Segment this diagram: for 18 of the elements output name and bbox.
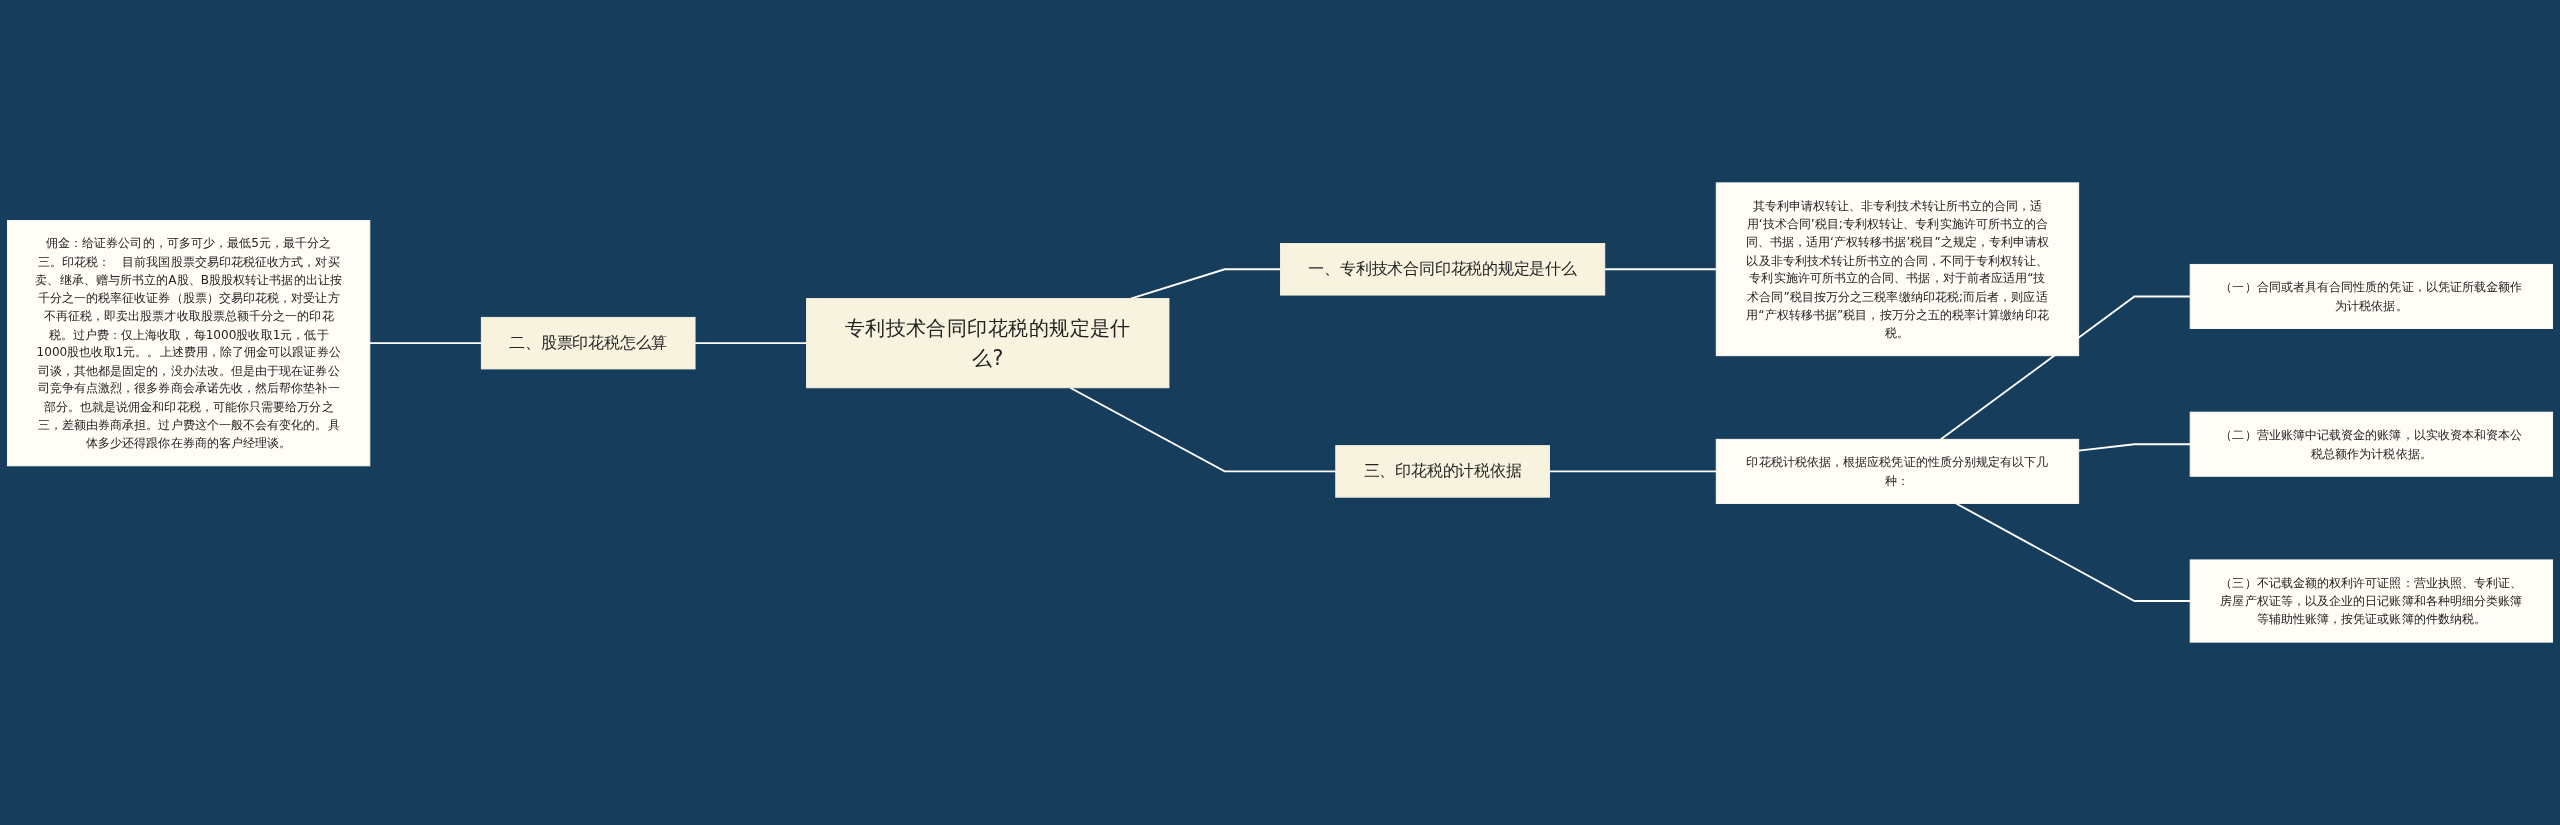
node-box: （二）营业账簿中记载资金的账簿，以实收资本和资本公税总额作为计税依据。	[2189, 411, 2554, 477]
node-box: 印花税计税依据，根据应税凭证的性质分别规定有以下几种：	[1715, 438, 2080, 504]
node-box: 二、股票印花税怎么算	[480, 316, 696, 370]
node-box: 专利技术合同印花税的规定是什么?	[806, 298, 1170, 389]
node-box: 一、专利技术合同印花税的规定是什么	[1280, 243, 1606, 296]
connector	[694, 342, 808, 345]
connector	[1955, 502, 2192, 602]
node-box: 其专利申请权转让、非专利技术转让所书立的合同，适用‘技术合同’税目;专利权转让、专利实施许可所书立的合同、书据，适用‘产权转移书据’税目”之规定，专利申请权以及非专利技术转让所书立的合同，不同于专利权转让、专利实施许可所书立的合同、书据，对于前者应适用“技术合同”税目按万分之三税率缴纳印花税;而后者，则应适用“产权转移书据”税目，按万分之五的税率计算缴纳印花税。	[1715, 182, 2080, 357]
connector	[1939, 295, 2192, 441]
node-box: （一）合同或者具有合同性质的凭证，以凭证所载金额作为计税依据。	[2189, 263, 2554, 329]
connector	[2077, 443, 2192, 452]
node-box: 三、印花税的计税依据	[1335, 445, 1550, 498]
node-box: 佣金：给证券公司的，可多可少，最低5元，最千分之三。印花税： 目前我国股票交易印花税征收方式，对买卖、继承、赠与所书立的A股、B股股权转让书据的出让按千分之一的税率征收证券（股票）交易印花税，对受让方不再征税，即卖出股票才收取股票总额千分之一的印花税。过户费：仅上海收取，每1000股收取1元，低于1000股也收取1元。。上述费用，除了佣金可以跟证券公司谈，其他都是固定的，没办法改。但是由于现在证券公司竞争有点激烈，很多券商会承诺先收，然后帮你垫补一部分。也就是说佣金和印花税，可能你只需要给万分之三，差额由券商承担。过户费这个一般不会有变化的。具体多少还得跟你在券商的客户经理谈。	[6, 220, 371, 467]
connector	[1548, 470, 1718, 473]
node-box: （三）不记载金额的权利许可证照：营业执照、专利证、房屋产权证等，以及企业的日记账簿和各种明细分类账簿等辅助性账簿，按凭证或账簿的件数纳税。	[2189, 559, 2554, 643]
connector	[1069, 386, 1337, 473]
connector	[1603, 268, 1718, 271]
connector	[368, 342, 483, 345]
